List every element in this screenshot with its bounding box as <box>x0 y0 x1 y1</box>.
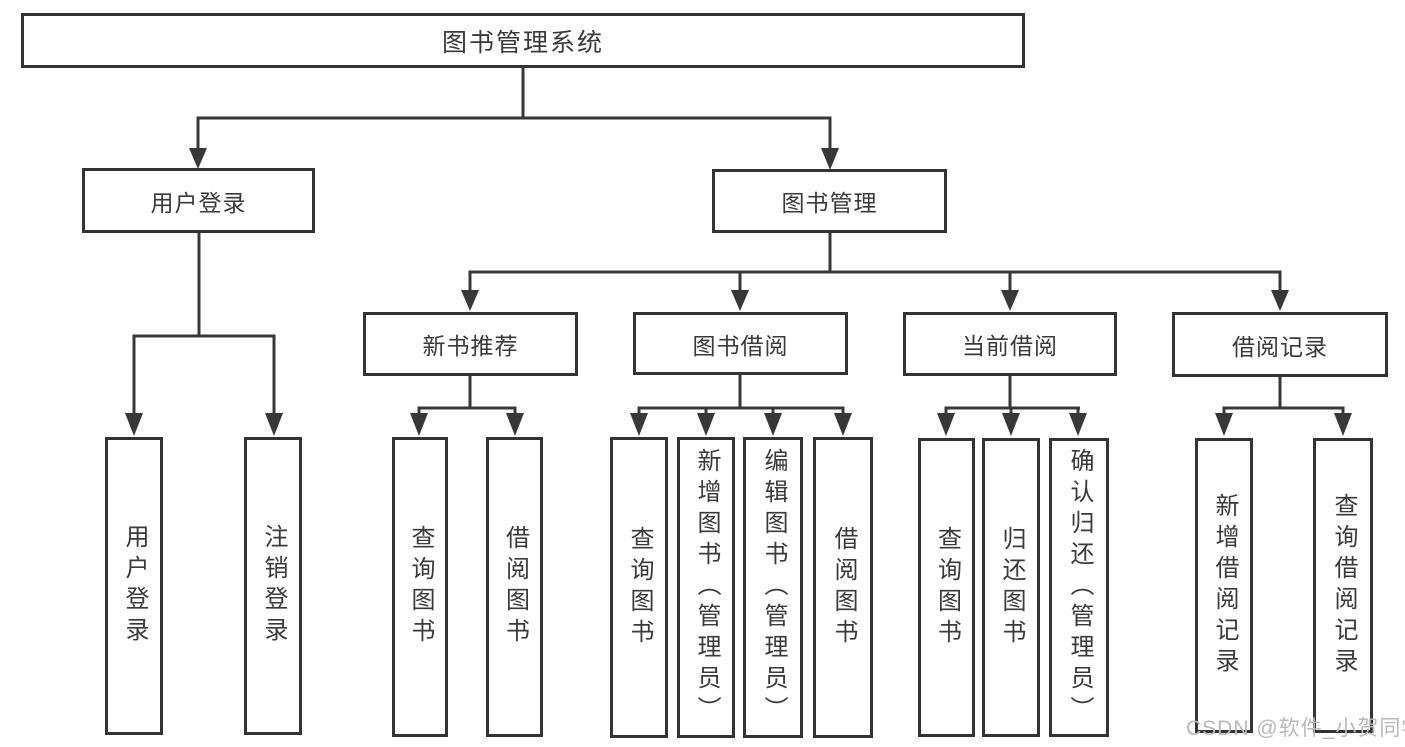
node-book-management: 图书管理 <box>712 169 947 233</box>
arrowhead-down-icon <box>1001 290 1019 311</box>
node-user-login-label: 用户登录 <box>150 189 247 216</box>
watermark: CSDN @软件_小贺同学 <box>1186 717 1405 740</box>
leaf-query-books-recommend-label: 查询图书 <box>407 525 434 649</box>
arrowhead-down-icon <box>630 413 648 436</box>
node-book-management-label: 图书管理 <box>781 190 878 216</box>
node-current-borrowing-label: 当前借阅 <box>962 333 1058 359</box>
leaf-query-books-current-label: 查询图书 <box>933 525 961 650</box>
leaf-borrow-books-borrowing-label: 借阅图书 <box>830 525 857 650</box>
node-borrowing-records: 借阅记录 <box>1172 312 1388 377</box>
leaf-query-borrow-record: 查询借阅记录 <box>1313 438 1373 733</box>
node-book-borrowing: 图书借阅 <box>633 312 848 375</box>
arrowhead-down-icon <box>697 413 715 436</box>
leaf-query-borrow-record-label: 查询借阅记录 <box>1330 492 1357 679</box>
node-root-label: 图书管理系统 <box>441 28 604 57</box>
node-new-book-recommend-label: 新书推荐 <box>422 333 519 359</box>
leaf-query-books-borrowing: 查询图书 <box>610 437 668 738</box>
leaf-confirm-return-admin: 确认归还（管理员） <box>1049 438 1109 737</box>
arrowhead-down-icon <box>1069 413 1087 436</box>
arrowhead-down-icon <box>1002 413 1020 436</box>
connector-current-borrowing-children <box>937 376 1087 436</box>
arrowhead-down-icon <box>731 290 749 311</box>
connector-book-management-children <box>461 233 1289 311</box>
arrowhead-down-icon <box>1215 413 1233 436</box>
leaf-logout-label: 注销登录 <box>260 524 287 648</box>
connector-book-borrowing-children <box>630 374 852 436</box>
node-book-borrowing-label: 图书借阅 <box>692 332 789 359</box>
leaf-query-books-borrowing-label: 查询图书 <box>626 525 653 650</box>
arrowhead-down-icon <box>461 290 479 311</box>
leaf-add-books-admin-label: 新增图书（管理员） <box>693 448 720 727</box>
leaf-user-login: 用户登录 <box>105 437 163 735</box>
node-new-book-recommend: 新书推荐 <box>363 312 578 376</box>
leaf-add-books-admin: 新增图书（管理员） <box>677 437 735 738</box>
leaf-add-borrow-record-label: 新增借阅记录 <box>1211 492 1238 679</box>
leaf-user-login-label: 用户登录 <box>121 524 148 648</box>
connector-user-login-children <box>125 233 283 436</box>
connector-new-book-children <box>410 376 524 436</box>
leaf-edit-books-admin-label: 编辑图书（管理员） <box>760 448 787 727</box>
arrowhead-down-icon <box>764 413 782 436</box>
arrowhead-down-icon <box>189 148 207 169</box>
arrowhead-down-icon <box>506 413 524 436</box>
arrowhead-down-icon <box>1271 290 1289 311</box>
node-user-login: 用户登录 <box>82 168 315 233</box>
leaf-return-books-label: 归还图书 <box>998 525 1025 650</box>
node-root: 图书管理系统 <box>21 13 1025 68</box>
arrowhead-down-icon <box>125 413 143 436</box>
arrowhead-down-icon <box>265 413 283 436</box>
leaf-confirm-return-admin-label: 确认归还（管理员） <box>1066 448 1093 727</box>
leaf-query-books-recommend: 查询图书 <box>392 437 448 737</box>
leaf-borrow-books-borrowing: 借阅图书 <box>813 437 873 738</box>
leaf-query-books-current: 查询图书 <box>918 438 975 737</box>
arrowhead-down-icon <box>410 413 428 436</box>
leaf-logout: 注销登录 <box>244 437 302 735</box>
connector-root-to-level2 <box>189 68 839 170</box>
arrowhead-down-icon <box>937 413 955 436</box>
leaf-borrow-books-recommend: 借阅图书 <box>486 437 543 737</box>
arrowhead-down-icon <box>834 413 852 436</box>
arrowhead-down-icon <box>1334 413 1352 436</box>
leaf-borrow-books-recommend-label: 借阅图书 <box>501 525 529 649</box>
leaf-return-books: 归还图书 <box>982 438 1040 737</box>
leaf-add-borrow-record: 新增借阅记录 <box>1195 438 1253 733</box>
node-current-borrowing: 当前借阅 <box>903 312 1117 376</box>
node-borrowing-records-label: 借阅记录 <box>1232 333 1328 360</box>
leaf-edit-books-admin: 编辑图书（管理员） <box>743 437 803 738</box>
arrowhead-down-icon <box>821 148 839 170</box>
connector-borrowing-records-children <box>1215 377 1352 436</box>
